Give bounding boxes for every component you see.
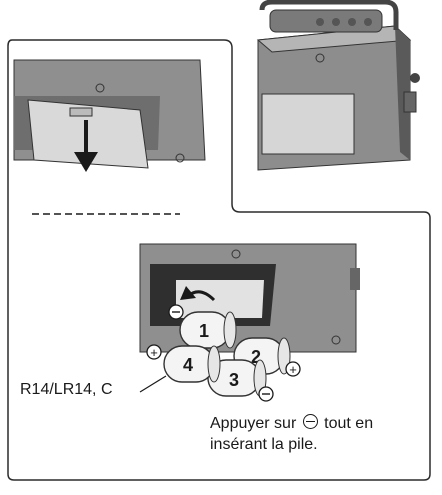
curved-arrow-icon — [180, 286, 216, 302]
radio-battery-cover — [261, 93, 355, 155]
plus-circle-icon: + — [146, 344, 162, 360]
label-leader-line — [139, 375, 167, 393]
frame-outline — [7, 39, 431, 481]
arrow-down-icon — [74, 120, 98, 172]
svg-text:+: + — [150, 345, 158, 360]
battery-1: 1 — [179, 311, 237, 349]
plus-circle-icon: + — [285, 361, 301, 377]
note-text-before: Appuyer sur — [210, 415, 297, 432]
radio-knob-1 — [316, 18, 324, 26]
minus-circle-icon — [258, 386, 274, 402]
minus-circle-icon — [168, 304, 184, 320]
battery-type-label: R14/LR14, C — [20, 381, 113, 398]
note-text-after: tout en — [324, 415, 374, 432]
minus-circle-icon — [302, 414, 318, 429]
battery-number: 1 — [199, 321, 209, 341]
battery-number: 3 — [229, 370, 239, 390]
cover-removal-step — [13, 59, 206, 172]
insertion-note: Appuyer sur tout en insérant la pile. — [210, 413, 373, 455]
radio-knob-4 — [364, 18, 372, 26]
radio-knob-3 — [348, 18, 356, 26]
battery-4: 4 — [163, 345, 221, 383]
note-line-1: Appuyer sur tout en — [210, 413, 373, 434]
radio-device — [256, 0, 420, 171]
svg-text:+: + — [289, 362, 297, 377]
open-compartment — [139, 243, 360, 353]
battery-number: 4 — [183, 355, 193, 375]
radio-knob-2 — [332, 18, 340, 26]
note-line-2: insérant la pile. — [210, 436, 318, 453]
battery-number: 2 — [251, 347, 261, 367]
